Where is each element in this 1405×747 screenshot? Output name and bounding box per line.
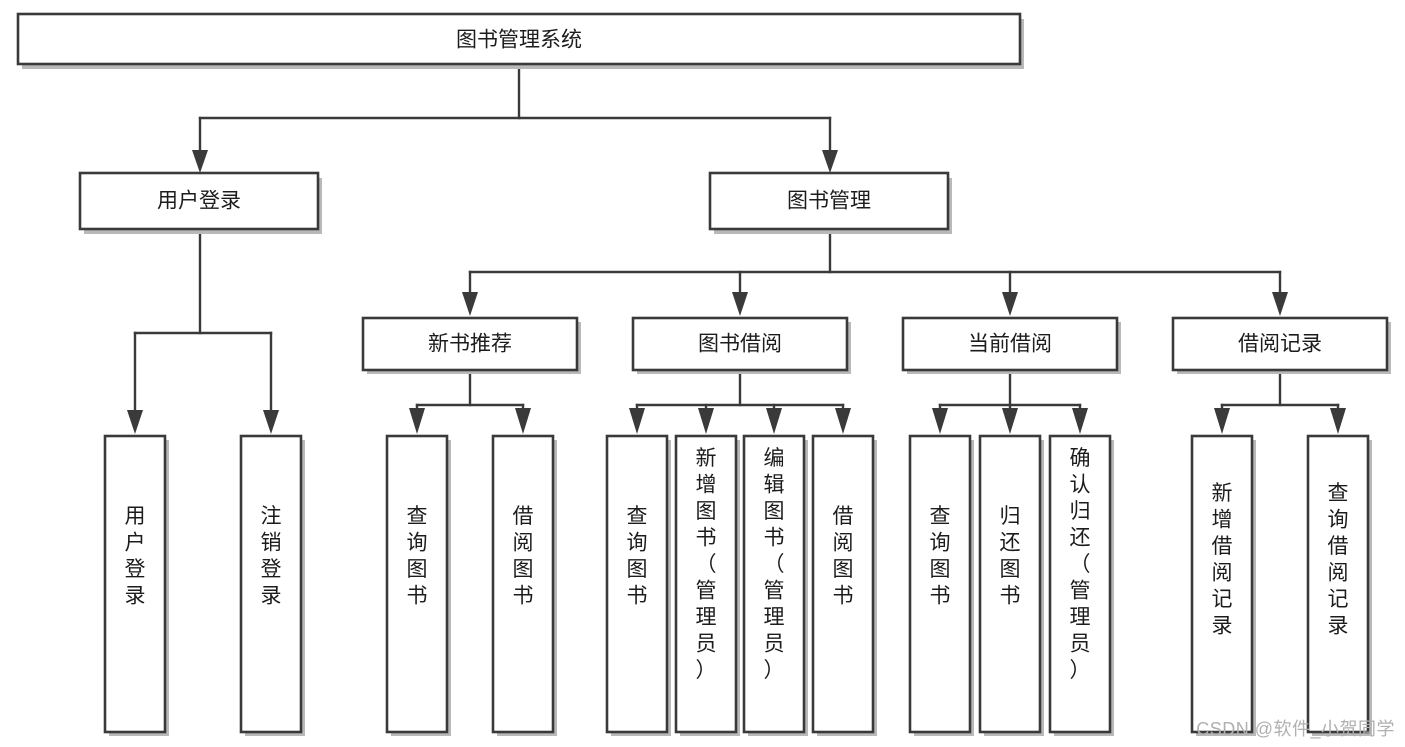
node-new-book-recommend[interactable]: 新书推荐 — [361, 316, 581, 374]
leaf-edit-book-admin[interactable]: 编辑图书（管理员） — [742, 434, 808, 736]
arrowhead-borrow-l4 — [835, 408, 851, 434]
node-root-label: 图书管理系统 — [456, 29, 582, 52]
arrowhead-login-leaf2 — [263, 410, 279, 434]
leaf-borrow-book-newrec[interactable]: 借阅图书 — [491, 434, 557, 736]
node-book-borrow[interactable]: 图书借阅 — [631, 316, 851, 374]
leaf-logout[interactable]: 注销登录 — [239, 434, 305, 736]
csdn-watermark: CSDN @软件_小贺同学 — [1196, 719, 1395, 739]
node-root-box — [16, 12, 1022, 66]
node-current-borrow-label: 当前借阅 — [968, 333, 1052, 356]
leaf-borrow-book-newrec-label: 借阅图书 — [513, 505, 534, 608]
leaf-query-book-current[interactable]: 查询图书 — [908, 434, 974, 736]
arrowhead-current-l1 — [932, 408, 948, 434]
leaf-logout-box — [239, 434, 303, 734]
node-book-management-label: 图书管理 — [787, 190, 871, 213]
leaf-add-borrow-record-box — [1190, 434, 1254, 734]
connector-layer — [127, 64, 1346, 434]
arrowhead-newbook-l2 — [515, 408, 531, 434]
arrowhead-to-bookmgmt — [822, 150, 838, 173]
leaf-query-book-newrec-box — [385, 434, 449, 734]
arrowhead-bm-c1 — [462, 292, 478, 316]
leaf-query-book-current-label: 查询图书 — [930, 505, 951, 608]
node-book-management-box — [708, 171, 950, 231]
leaf-borrow-book-borrow-label: 借阅图书 — [833, 505, 854, 608]
leaf-borrow-book-borrow-box — [811, 434, 875, 734]
leaf-query-book-current-box — [908, 434, 972, 734]
node-new-book-recommend-box — [361, 316, 579, 372]
arrowhead-borrow-l3 — [766, 408, 782, 434]
leaf-add-book-admin-box — [674, 434, 738, 734]
leaf-logout-label: 注销登录 — [261, 505, 282, 608]
leaf-user-login-box — [103, 434, 167, 734]
leaf-confirm-return-admin[interactable]: 确认归还（管理员） — [1048, 434, 1114, 736]
node-current-borrow[interactable]: 当前借阅 — [901, 316, 1121, 374]
arrowhead-bm-c3 — [1002, 292, 1018, 316]
arrowhead-record-l1 — [1214, 408, 1230, 434]
leaf-add-borrow-record-label: 新增借阅记录 — [1212, 482, 1233, 638]
node-borrow-record-box — [1171, 316, 1389, 372]
arrowhead-bm-c2 — [732, 292, 748, 316]
arrowhead-record-l2 — [1330, 408, 1346, 434]
leaf-query-borrow-record[interactable]: 查询借阅记录 — [1306, 434, 1372, 736]
arrowhead-newbook-l1 — [409, 408, 425, 434]
leaf-edit-book-admin-label: 编辑图书（管理员） — [764, 447, 785, 682]
arrowhead-to-login — [192, 150, 208, 173]
arrowhead-borrow-l2 — [698, 408, 714, 434]
leaf-add-book-admin-label: 新增图书（管理员） — [696, 447, 717, 682]
leaf-return-book-box — [978, 434, 1042, 734]
node-borrow-record-label: 借阅记录 — [1238, 333, 1322, 356]
leaf-query-book-borrow-box — [605, 434, 669, 734]
leaf-user-login-label: 用户登录 — [125, 505, 146, 608]
arrowhead-login-leaf1 — [127, 410, 143, 434]
node-user-login-box — [78, 171, 320, 231]
node-book-borrow-box — [631, 316, 849, 372]
node-book-management[interactable]: 图书管理 — [708, 171, 952, 234]
node-user-login[interactable]: 用户登录 — [78, 171, 322, 234]
leaf-add-borrow-record[interactable]: 新增借阅记录 — [1190, 434, 1256, 736]
arrowhead-current-l3 — [1072, 408, 1088, 434]
leaf-query-book-newrec[interactable]: 查询图书 — [385, 434, 451, 736]
leaf-borrow-book-newrec-box — [491, 434, 555, 734]
node-user-login-label: 用户登录 — [157, 190, 241, 213]
arrowhead-current-l2 — [1002, 408, 1018, 434]
node-borrow-record[interactable]: 借阅记录 — [1171, 316, 1391, 374]
leaf-query-book-borrow-label: 查询图书 — [627, 505, 648, 608]
leaf-borrow-book-borrow[interactable]: 借阅图书 — [811, 434, 877, 736]
node-new-book-recommend-label: 新书推荐 — [428, 333, 512, 356]
leaf-query-book-newrec-label: 查询图书 — [407, 505, 428, 608]
leaf-edit-book-admin-box — [742, 434, 806, 734]
leaf-add-book-admin[interactable]: 新增图书（管理员） — [674, 434, 740, 736]
leaf-query-borrow-record-label: 查询借阅记录 — [1328, 482, 1349, 638]
leaf-return-book-label: 归还图书 — [1000, 505, 1021, 608]
arrowhead-borrow-l1 — [629, 408, 645, 434]
leaf-user-login[interactable]: 用户登录 — [103, 434, 169, 736]
leaf-confirm-return-admin-label: 确认归还（管理员） — [1070, 447, 1091, 682]
leaf-confirm-return-admin-box — [1048, 434, 1112, 734]
leaf-return-book[interactable]: 归还图书 — [978, 434, 1044, 736]
node-book-borrow-label: 图书借阅 — [698, 333, 782, 356]
leaf-query-borrow-record-box — [1306, 434, 1370, 734]
leaf-query-book-borrow[interactable]: 查询图书 — [605, 434, 671, 736]
arrowhead-bm-c4 — [1272, 292, 1288, 316]
node-root[interactable]: 图书管理系统 — [16, 12, 1024, 69]
node-current-borrow-box — [901, 316, 1119, 372]
